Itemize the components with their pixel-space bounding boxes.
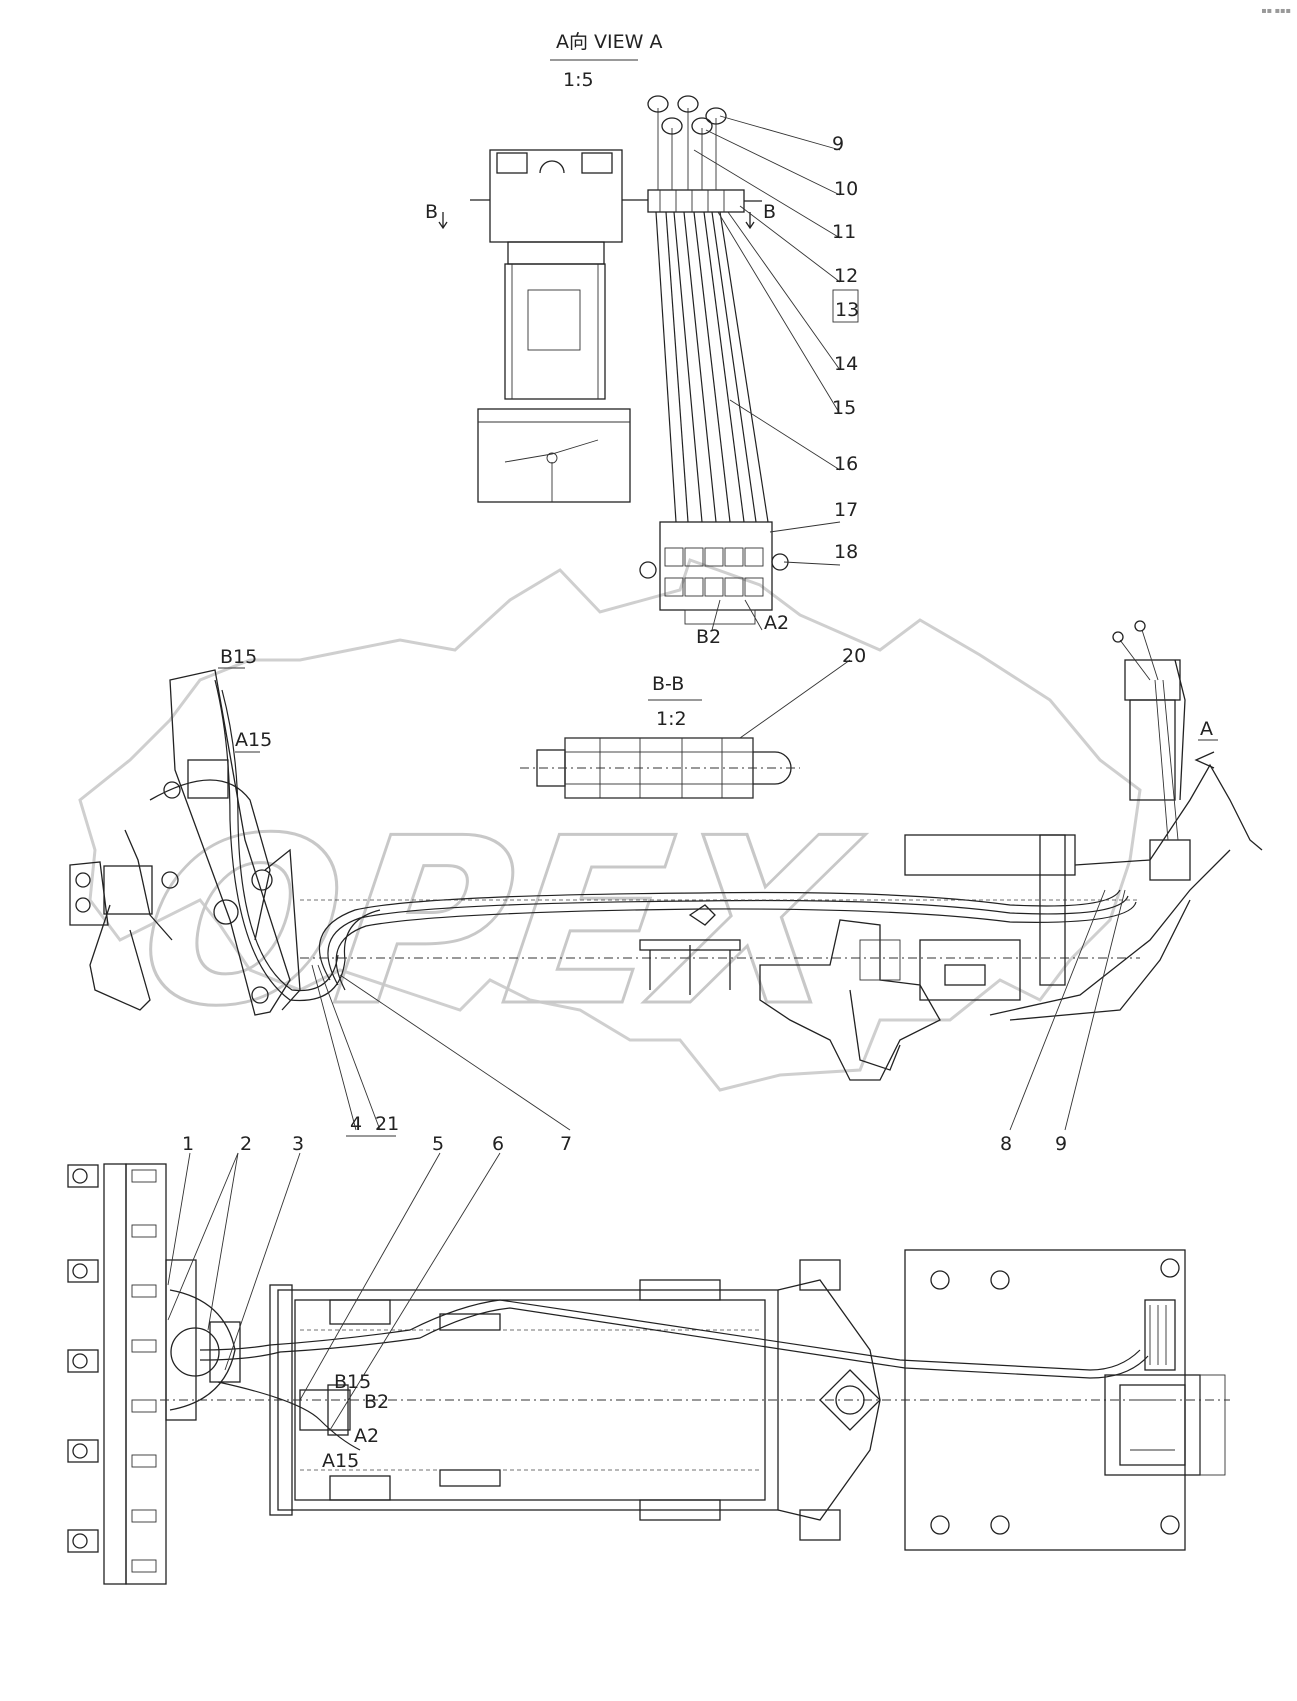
callout-11: 10 <box>834 178 858 200</box>
lever-knobs <box>647 95 727 190</box>
section-mark-right: B <box>763 201 776 223</box>
port-a15-bottom: A15 <box>322 1450 359 1472</box>
control-valve <box>639 521 789 625</box>
section-mark-left: B <box>425 201 438 223</box>
watermark: OPEX <box>78 558 1142 1092</box>
callout-8: 8 <box>1000 1133 1012 1155</box>
side-view: B15 A15 A 7 8 9 <box>69 620 1263 1155</box>
callout-1: 1 <box>182 1133 194 1155</box>
port-b15-bottom: B15 <box>334 1371 371 1393</box>
callout-2: 2 <box>240 1133 252 1155</box>
callout-3: 3 <box>292 1133 304 1155</box>
view-a: A向 VIEW A 1:5 B B <box>425 31 859 648</box>
callout-12: 11 <box>832 221 856 243</box>
leaders-view-a <box>693 115 841 631</box>
callout-5: 5 <box>432 1133 444 1155</box>
port-a2-bottom: A2 <box>354 1425 379 1447</box>
callout-17: 16 <box>834 453 858 475</box>
section-bb-title: B-B <box>652 673 684 695</box>
port-b15-top: B15 <box>220 646 257 668</box>
port-a15-top: A15 <box>235 729 272 751</box>
section-bb: B-B 1:2 20 <box>520 645 866 799</box>
view-marker-a: A <box>1200 718 1213 740</box>
watermark-gear <box>78 558 1142 1092</box>
view-a-scale: 1:5 <box>563 69 594 91</box>
callout-19: 18 <box>834 541 858 563</box>
callout-18: 17 <box>834 499 858 521</box>
callout-10: 9 <box>832 133 844 155</box>
callout-15: 14 <box>834 353 858 375</box>
view-a-title: A向 VIEW A <box>556 31 662 53</box>
callout-16: 15 <box>832 397 856 419</box>
control-cables <box>655 211 769 523</box>
callout-13: 12 <box>834 265 858 287</box>
plan-view: B15 B2 A15 A2 1 2 3 4 21 5 6 <box>67 1113 1230 1585</box>
callout-21: 21 <box>375 1113 399 1135</box>
section-bb-scale: 1:2 <box>656 708 687 730</box>
port-b2-valve: B2 <box>696 626 721 648</box>
corner-mark: ▪▪ ▪▪▪ <box>1261 6 1291 15</box>
callout-9: 9 <box>1055 1133 1067 1155</box>
shanks <box>67 1164 157 1573</box>
callout-20: 20 <box>842 645 866 667</box>
port-b2-bottom: B2 <box>364 1391 389 1413</box>
callout-6: 6 <box>492 1133 504 1155</box>
callout-4: 4 <box>350 1113 362 1135</box>
callout-14: 13 <box>835 299 859 321</box>
port-a2-valve: A2 <box>764 612 789 634</box>
callout-7: 7 <box>560 1133 572 1155</box>
